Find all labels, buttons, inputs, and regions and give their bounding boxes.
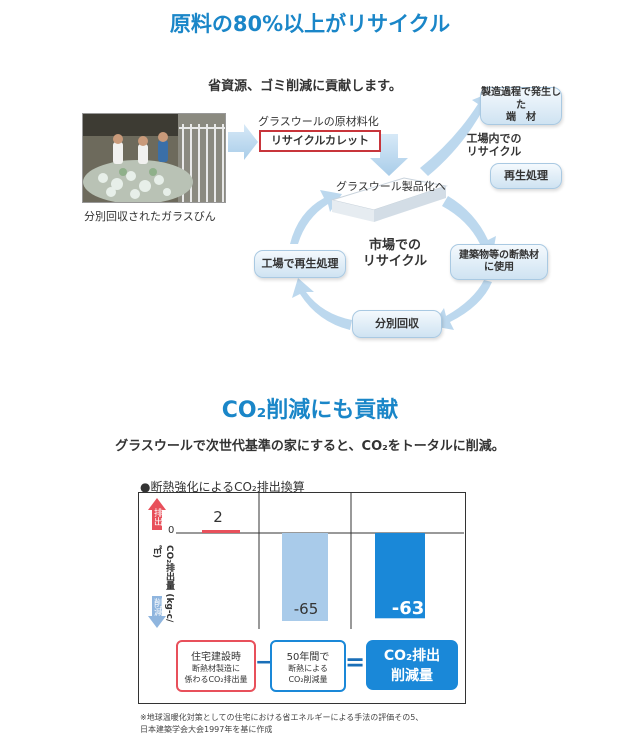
building-line1: 建築物等の断熱材 xyxy=(459,249,539,261)
box1-line1: 住宅建設時 xyxy=(191,651,241,663)
equation-box-construction: 住宅建設時 断熱材製造に 係わるCO₂排出量 xyxy=(176,640,256,692)
bar-value-label: -65 xyxy=(293,600,319,618)
reprocess-box: 再生処理 xyxy=(490,163,562,189)
separate-collection-box: 分別回収 xyxy=(352,310,442,338)
recycle-diagram xyxy=(228,92,496,330)
in-factory-line2: リサイクル xyxy=(466,145,522,159)
box1-line2: 断熱材製造に xyxy=(192,663,240,673)
scrap-line1: 製造過程で発生した xyxy=(481,87,561,111)
recycle-title: 原料の80%以上がリサイクル xyxy=(169,12,451,36)
market-line2: リサイクル xyxy=(362,254,428,270)
scrap-material-box: 製造過程で発生した 端 材 xyxy=(480,87,562,125)
arrow-cullet-to-product xyxy=(370,134,408,176)
footnote-line1: ※地球温暖化対策としての住宅における省エネルギーによる手法の評価その5、 xyxy=(140,713,424,722)
market-line1: 市場での xyxy=(368,238,421,253)
y-axis-label: CO₂排出量 (kg-c/㎡) xyxy=(151,545,174,623)
building-insulation-box: 建築物等の断熱材 に使用 xyxy=(450,244,548,280)
bar xyxy=(282,533,328,621)
factory-reprocess-box: 工場で再生処理 xyxy=(254,250,346,278)
equation-box-result: CO₂排出 削減量 xyxy=(366,640,458,690)
box1-line3: 係わるCO₂排出量 xyxy=(184,674,248,684)
arrow-factory-loop xyxy=(420,92,492,176)
co2-subtitle: グラスウールで次世代基準の家にすると、CO₂をトータルに削減。 xyxy=(115,439,505,454)
arrow-cycle-right-bottom xyxy=(432,280,492,330)
box3-line1: CO₂排出 xyxy=(383,648,441,664)
photo-caption: 分別回収されたガラスびん xyxy=(84,210,216,223)
zero-tick-label: 0 xyxy=(168,525,175,536)
reduction-arrow xyxy=(148,596,166,628)
bar xyxy=(202,530,240,533)
arrow-photo-to-cullet xyxy=(228,124,258,160)
footnote: ※地球温暖化対策としての住宅における省エネルギーによる手法の評価その5、 日本建… xyxy=(140,712,610,736)
cullet-label: リサイクルカレット xyxy=(259,130,381,152)
box3-line2: 削減量 xyxy=(391,668,433,684)
recycle-subtitle: 省資源、ゴミ削減に貢献します。 xyxy=(208,79,402,94)
arrow-cycle-bottom-left xyxy=(292,278,352,330)
bar xyxy=(375,533,425,619)
box2-line3: CO₂削減量 xyxy=(288,674,328,684)
glasswool-product-icon xyxy=(330,177,448,222)
box2-line2: 断熱による xyxy=(288,663,328,673)
co2-title: CO₂削減にも貢献 xyxy=(221,398,399,423)
building-line2: に使用 xyxy=(484,262,514,273)
emission-arrow xyxy=(148,498,166,530)
footnote-line2: 日本建築学会大会1997年を基に作成 xyxy=(140,725,273,734)
in-factory-line1: 工場内での xyxy=(466,132,522,145)
glass-bottles-photo xyxy=(82,113,226,203)
bar-value-label: 2 xyxy=(213,508,223,526)
scrap-line2: 端 材 xyxy=(506,112,536,124)
bar-value-label: -63 xyxy=(391,598,425,619)
box2-line1: 50年間で xyxy=(286,651,330,663)
equation-box-50-years: 50年間で 断熱による CO₂削減量 xyxy=(270,640,346,692)
raw-material-label: グラスウールの原材料化 xyxy=(258,115,379,128)
equals-sign: = xyxy=(345,648,366,676)
in-factory-label: 工場内での リサイクル xyxy=(454,132,534,158)
product-label: グラスウール製品化へ xyxy=(336,180,446,193)
arrow-cycle-right-top xyxy=(442,196,496,258)
emission-label: 排出 xyxy=(152,508,162,526)
arrow-cycle-left-top xyxy=(290,190,342,244)
reduction-label: 削減 xyxy=(152,598,162,616)
chart-title: ●断熱強化によるCO₂排出換算 xyxy=(140,480,305,494)
market-recycle-label: 市場での リサイクル xyxy=(352,238,438,271)
co2-chart xyxy=(148,492,464,629)
minus-sign: − xyxy=(255,650,274,675)
